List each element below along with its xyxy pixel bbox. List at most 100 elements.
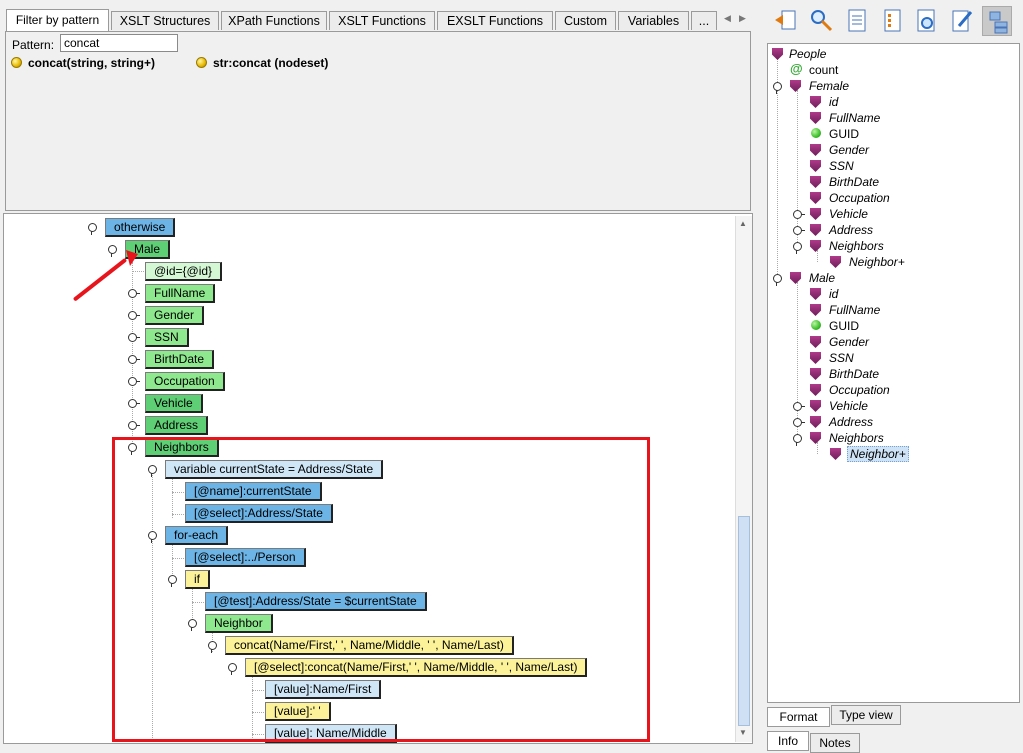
schema-item-people[interactable]: People (789, 47, 827, 61)
tab-notes[interactable]: Notes (810, 733, 860, 753)
expand-toggle-icon[interactable] (793, 418, 805, 427)
tab-type-view[interactable]: Type view (831, 705, 901, 725)
schema-item-female-address[interactable]: Address (829, 223, 874, 237)
tab-xpath-functions[interactable]: XPath Functions (221, 11, 327, 30)
collapse-toggle-icon[interactable] (793, 242, 802, 254)
expand-toggle-icon[interactable] (128, 311, 140, 320)
collapse-toggle-icon[interactable] (188, 619, 197, 631)
expand-toggle-icon[interactable] (128, 355, 140, 364)
tree-node-vehicle[interactable]: Vehicle (145, 394, 203, 413)
schema-item-male-vehicle[interactable]: Vehicle (829, 399, 868, 413)
collapse-toggle-icon[interactable] (108, 245, 117, 257)
collapse-toggle-icon[interactable] (168, 575, 177, 587)
expand-toggle-icon[interactable] (128, 399, 140, 408)
collapse-toggle-icon[interactable] (773, 274, 782, 286)
tab-more[interactable]: ... (691, 11, 717, 30)
expand-toggle-icon[interactable] (128, 377, 140, 386)
tree-node-variable[interactable]: variable currentState = Address/State (165, 460, 384, 479)
tree-node-ssn[interactable]: SSN (145, 328, 189, 347)
tree-node-for-each[interactable]: for-each (165, 526, 229, 545)
schema-item-female-birthdate[interactable]: BirthDate (829, 175, 880, 189)
collapse-toggle-icon[interactable] (793, 434, 802, 446)
schema-item-female-fullname[interactable]: FullName (829, 111, 881, 125)
collapse-toggle-icon[interactable] (148, 465, 157, 477)
tab-scroll-left-icon[interactable]: ◀ (724, 13, 731, 23)
collapse-toggle-icon[interactable] (148, 531, 157, 543)
schema-item-male-guid[interactable]: GUID (829, 319, 859, 333)
collapse-toggle-icon[interactable] (208, 641, 217, 653)
function-result-item[interactable]: str:concat (nodeset) (196, 56, 328, 70)
schema-item-male[interactable]: Male (809, 271, 836, 285)
tree-node-birthdate[interactable]: BirthDate (145, 350, 215, 369)
schema-view-icon[interactable] (982, 6, 1012, 36)
tree-node-for-each-select[interactable]: [@select]:../Person (185, 548, 306, 567)
schema-item-female-guid[interactable]: GUID (829, 127, 859, 141)
expand-toggle-icon[interactable] (793, 402, 805, 411)
schema-item-male-occupation[interactable]: Occupation (829, 383, 890, 397)
tree-node-concat-select[interactable]: [@select]:concat(Name/First,' ', Name/Mi… (245, 658, 588, 677)
function-result-item[interactable]: concat(string, string+) (11, 56, 155, 70)
tab-xslt-functions[interactable]: XSLT Functions (329, 11, 435, 30)
expand-toggle-icon[interactable] (793, 210, 805, 219)
schema-item-male-gender[interactable]: Gender (829, 335, 870, 349)
document-icon[interactable] (842, 6, 872, 36)
collapse-toggle-icon[interactable] (128, 443, 137, 455)
schema-item-male-id[interactable]: id (829, 287, 839, 301)
tree-node-occupation[interactable]: Occupation (145, 372, 225, 391)
schema-item-male-address[interactable]: Address (829, 415, 874, 429)
tree-vertical-scrollbar[interactable]: ▲ ▼ (735, 216, 752, 742)
schema-item-male-neighbor[interactable]: Neighbor+ (847, 446, 909, 462)
expand-toggle-icon[interactable] (128, 333, 140, 342)
tree-node-variable-name[interactable]: [@name]:currentState (185, 482, 322, 501)
schema-item-female-gender[interactable]: Gender (829, 143, 870, 157)
schema-item-male-birthdate[interactable]: BirthDate (829, 367, 880, 381)
tree-node-otherwise[interactable]: otherwise (105, 218, 176, 237)
tab-format[interactable]: Format (767, 707, 830, 727)
expand-toggle-icon[interactable] (128, 421, 140, 430)
tree-node-address[interactable]: Address (145, 416, 209, 435)
schema-item-female-neighbor[interactable]: Neighbor+ (849, 255, 905, 269)
list-icon[interactable] (877, 6, 907, 36)
scroll-down-icon[interactable]: ▼ (739, 728, 747, 737)
collapse-toggle-icon[interactable] (228, 663, 237, 675)
edit-icon[interactable] (947, 6, 977, 36)
tab-custom[interactable]: Custom (555, 11, 616, 30)
tab-variables[interactable]: Variables (618, 11, 689, 30)
tree-node-neighbor[interactable]: Neighbor (205, 614, 273, 633)
collapse-toggle-icon[interactable] (88, 223, 97, 235)
tree-node-if[interactable]: if (185, 570, 210, 589)
tree-node-value-space[interactable]: [value]:' ' (265, 702, 331, 721)
collapse-toggle-icon[interactable] (773, 82, 782, 94)
tab-exslt-functions[interactable]: EXSLT Functions (437, 11, 553, 30)
expand-toggle-icon[interactable] (793, 226, 805, 235)
find-icon[interactable] (807, 6, 837, 36)
schema-item-female-id[interactable]: id (829, 95, 839, 109)
preview-icon[interactable] (912, 6, 942, 36)
schema-item-female-neighbors[interactable]: Neighbors (829, 239, 884, 253)
schema-item-female-ssn[interactable]: SSN (829, 159, 854, 173)
tree-node-id-attribute[interactable]: @id={@id} (145, 262, 223, 281)
tree-node-value-first[interactable]: [value]:Name/First (265, 680, 382, 699)
tab-filter-by-pattern[interactable]: Filter by pattern (6, 9, 109, 31)
schema-item-male-ssn[interactable]: SSN (829, 351, 854, 365)
tree-node-if-test[interactable]: [@test]:Address/State = $currentState (205, 592, 427, 611)
tab-scroll-right-icon[interactable]: ▶ (739, 13, 746, 23)
schema-item-female[interactable]: Female (809, 79, 850, 93)
tab-info[interactable]: Info (767, 731, 809, 751)
tree-node-variable-select[interactable]: [@select]:Address/State (185, 504, 333, 523)
schema-item-female-vehicle[interactable]: Vehicle (829, 207, 868, 221)
insert-icon[interactable] (772, 6, 802, 36)
tree-node-fullname[interactable]: FullName (145, 284, 216, 303)
tree-node-concat[interactable]: concat(Name/First,' ', Name/Middle, ' ',… (225, 636, 514, 655)
tab-xslt-structures[interactable]: XSLT Structures (111, 11, 219, 30)
schema-item-female-occupation[interactable]: Occupation (829, 191, 890, 205)
pattern-input[interactable] (60, 34, 178, 52)
scrollbar-thumb[interactable] (738, 516, 750, 726)
expand-toggle-icon[interactable] (128, 289, 140, 298)
tree-node-gender[interactable]: Gender (145, 306, 205, 325)
scroll-up-icon[interactable]: ▲ (739, 219, 747, 228)
schema-item-male-neighbors[interactable]: Neighbors (829, 431, 884, 445)
schema-item-count[interactable]: count (809, 63, 839, 77)
tree-node-value-middle[interactable]: [value]: Name/Middle (265, 724, 397, 743)
schema-item-male-fullname[interactable]: FullName (829, 303, 881, 317)
